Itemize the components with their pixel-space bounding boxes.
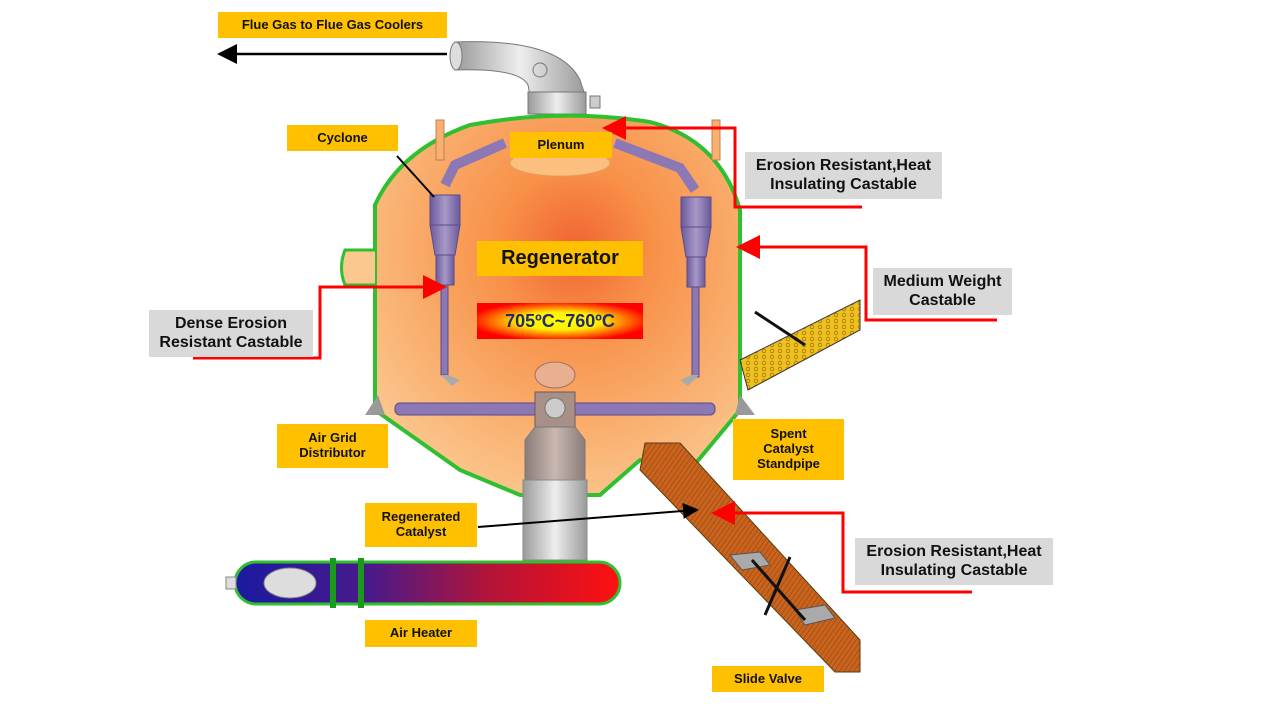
callout-medium-weight: Medium Weight Castable: [873, 268, 1012, 315]
callout-leader-top-right: [602, 116, 862, 209]
side-nozzle: [340, 248, 375, 287]
cyclone-label: Cyclone: [287, 125, 398, 151]
cyclone-leader: [396, 155, 435, 198]
temperature-label: 705ºC~760ºC: [505, 310, 615, 331]
support-lug: [735, 395, 755, 415]
air-grid-distributor: [394, 361, 716, 428]
callout-leader-medium-weight: [736, 235, 997, 322]
vessel-nozzle: [711, 119, 721, 161]
vessel-nozzle: [435, 119, 445, 161]
flue-gas-label: Flue Gas to Flue Gas Coolers: [218, 12, 447, 38]
cyclone-left: [429, 138, 508, 386]
air-heater: [225, 558, 622, 608]
regenerated-catalyst-leader: [477, 502, 699, 528]
flue-gas-outlet-pipe: [449, 41, 601, 115]
plenum-label: Plenum: [510, 132, 612, 158]
slide-valve-label: Slide Valve: [712, 666, 824, 692]
callout-bottom-right: Erosion Resistant,Heat Insulating Castab…: [855, 538, 1053, 585]
regenerated-catalyst-label: Regenerated Catalyst: [365, 503, 477, 547]
regenerator-label: Regenerator: [477, 241, 643, 276]
temperature-box-bg: [477, 303, 643, 339]
slide-valve: [729, 551, 836, 626]
air-grid-label: Air Grid Distributor: [277, 424, 388, 468]
inclined-pipe: [739, 299, 861, 391]
callout-top-right: Erosion Resistant,Heat Insulating Castab…: [745, 152, 942, 199]
support-lug: [365, 395, 385, 415]
callout-leader-bottom-right: [711, 501, 972, 594]
inclined-pipe-leader: [754, 310, 806, 347]
callout-leader-dense-erosion: [193, 275, 447, 360]
air-heater-label: Air Heater: [365, 620, 477, 647]
cyclone-right: [613, 138, 712, 386]
spent-catalyst-label: Spent Catalyst Standpipe: [733, 419, 844, 480]
callout-dense-erosion: Dense Erosion Resistant Castable: [149, 310, 313, 357]
